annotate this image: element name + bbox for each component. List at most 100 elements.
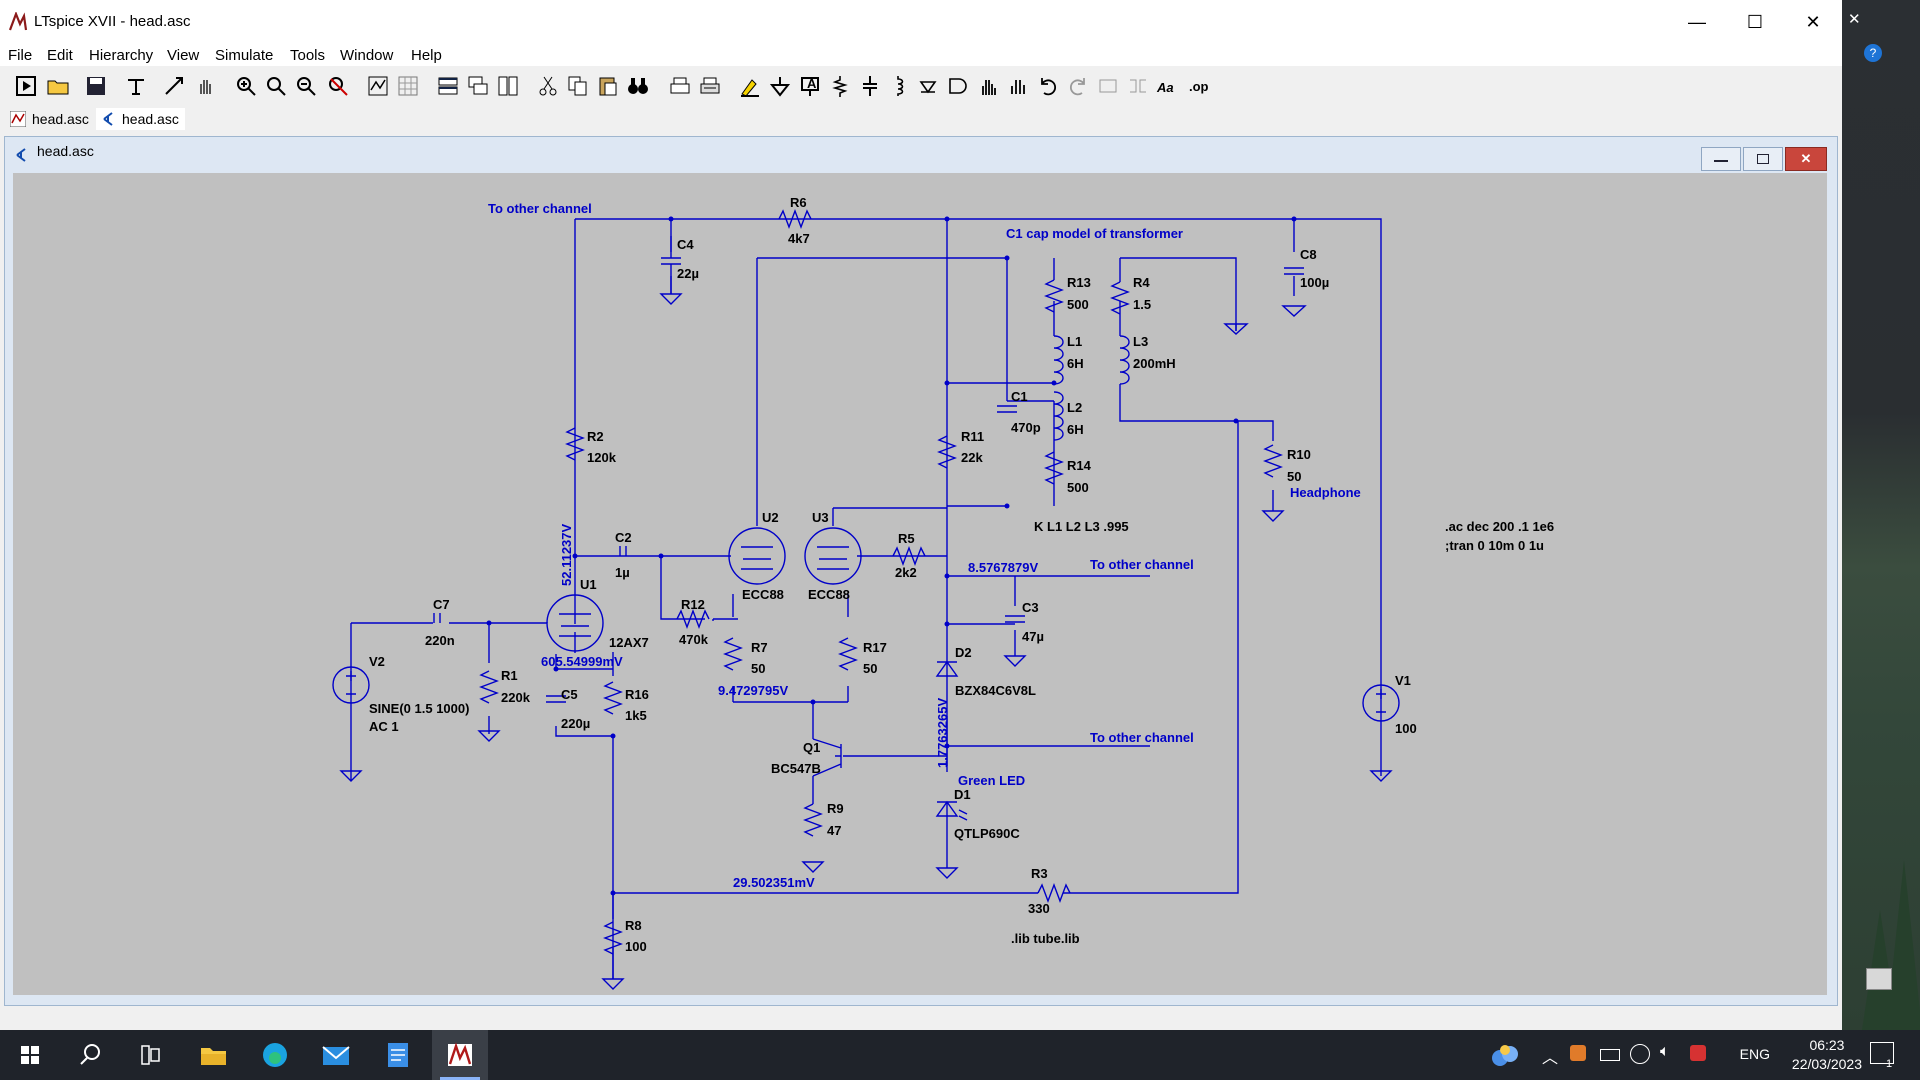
cut-icon[interactable]: [536, 74, 560, 98]
probe-icon[interactable]: [162, 74, 186, 98]
tab-waveform[interactable]: head.asc: [6, 108, 95, 130]
open-folder-icon[interactable]: [46, 74, 70, 98]
undo-icon[interactable]: [1036, 74, 1060, 98]
clock[interactable]: 06:23 22/03/2023: [1792, 1036, 1862, 1074]
globe-network-icon[interactable]: [1630, 1044, 1650, 1064]
schematic-drawing[interactable]: To other channel C1 cap model of transfo…: [13, 173, 1827, 995]
close-icon[interactable]: ✕: [1848, 11, 1861, 28]
mail-icon[interactable]: [308, 1030, 364, 1080]
R4-value: 1.5: [1133, 297, 1151, 312]
L3-name: L3: [1133, 334, 1148, 349]
print-icon[interactable]: [698, 74, 722, 98]
maximize-button[interactable]: ☐: [1746, 12, 1764, 32]
notification-icon[interactable]: [1870, 1042, 1894, 1064]
mirror-icon[interactable]: [1126, 74, 1150, 98]
U2-name: U2: [762, 510, 779, 525]
control-panel-icon[interactable]: [124, 74, 148, 98]
notification-count: 1: [1886, 1058, 1893, 1070]
tile-vertical-icon[interactable]: [496, 74, 520, 98]
ltspice-taskbar-icon[interactable]: [432, 1030, 488, 1080]
menu-simulate[interactable]: Simulate: [215, 47, 274, 64]
menu-edit[interactable]: Edit: [47, 47, 73, 64]
label-net-icon[interactable]: A: [798, 74, 822, 98]
R8-value: 100: [625, 939, 647, 954]
zoom-fit-icon[interactable]: [326, 74, 350, 98]
drag-hand-icon[interactable]: [1006, 74, 1030, 98]
R14-value: 500: [1067, 480, 1089, 495]
task-view-icon[interactable]: [122, 1030, 178, 1080]
R16-name: R16: [625, 687, 649, 702]
speaker-icon[interactable]: 🔈︎: [1660, 1043, 1670, 1060]
notepad-icon[interactable]: [370, 1030, 426, 1080]
inductor-icon[interactable]: [886, 74, 910, 98]
V1-name: V1: [1395, 673, 1411, 688]
draw-wire-icon[interactable]: [738, 74, 762, 98]
R12-value: 470k: [679, 632, 709, 647]
menu-help[interactable]: Help: [411, 47, 442, 64]
C7-name: C7: [433, 597, 450, 612]
node-voltage: 1.7763265V: [935, 698, 950, 768]
minimize-button[interactable]: —: [1688, 12, 1706, 32]
battery-icon[interactable]: [1600, 1049, 1620, 1061]
zoom-in-icon[interactable]: [234, 74, 258, 98]
waveform-icon: [10, 111, 26, 127]
language-indicator[interactable]: ENG: [1739, 1046, 1770, 1062]
R2-name: R2: [587, 429, 604, 444]
R14-name: R14: [1067, 458, 1092, 473]
grid-icon[interactable]: [396, 74, 420, 98]
diode-icon[interactable]: [916, 74, 940, 98]
windows-start-icon[interactable]: [2, 1030, 58, 1080]
U3-name: U3: [812, 510, 829, 525]
pan-hand-icon[interactable]: [194, 74, 218, 98]
menu-tools[interactable]: Tools: [290, 47, 326, 64]
rotate-icon[interactable]: [1096, 74, 1120, 98]
R12-name: R12: [681, 597, 705, 612]
capacitor-icon[interactable]: [858, 74, 882, 98]
weather-icon[interactable]: [1488, 1040, 1522, 1070]
paste-icon[interactable]: [596, 74, 620, 98]
menu-hierarchy[interactable]: Hierarchy: [89, 47, 154, 64]
menu-window[interactable]: Window: [340, 47, 394, 64]
node-voltage: 605.54999mV: [541, 654, 623, 669]
R9-value: 47: [827, 823, 841, 838]
child-minimize-button[interactable]: [1701, 147, 1741, 171]
save-icon[interactable]: [84, 74, 108, 98]
menu-file[interactable]: File: [8, 47, 33, 64]
security-tray-icon[interactable]: [1690, 1045, 1706, 1061]
child-restore-button[interactable]: [1743, 147, 1783, 171]
file-explorer-icon[interactable]: [185, 1030, 241, 1080]
schematic-canvas[interactable]: To other channel C1 cap model of transfo…: [13, 173, 1827, 995]
chevron-up-icon[interactable]: ︿: [1542, 1050, 1559, 1067]
menu-view[interactable]: View: [167, 47, 200, 64]
app-tray-icon[interactable]: [1570, 1045, 1586, 1061]
scroll-button[interactable]: [1866, 968, 1892, 990]
component-icon[interactable]: [946, 74, 970, 98]
edge-browser-icon[interactable]: [247, 1030, 303, 1080]
run-icon[interactable]: [14, 74, 38, 98]
tile-horizontal-icon[interactable]: [436, 74, 460, 98]
tab-schematic[interactable]: head.asc: [96, 108, 185, 130]
copy-icon[interactable]: [566, 74, 590, 98]
cascade-icon[interactable]: [466, 74, 490, 98]
spice-directive-icon[interactable]: .op: [1188, 74, 1212, 98]
zoom-pan-icon[interactable]: [264, 74, 288, 98]
C4-value: 22µ: [677, 266, 699, 281]
child-close-button[interactable]: ✕: [1785, 147, 1827, 171]
text-icon[interactable]: Aa: [1156, 74, 1180, 98]
tab-label: head.asc: [122, 111, 179, 127]
search-icon[interactable]: [62, 1030, 118, 1080]
title-bar[interactable]: LTspice XVII - head.asc — ☐ ✕: [0, 0, 1842, 44]
autorange-icon[interactable]: [366, 74, 390, 98]
close-button[interactable]: ✕: [1805, 12, 1821, 32]
print-setup-icon[interactable]: [668, 74, 692, 98]
zoom-out-icon[interactable]: [294, 74, 318, 98]
ground-icon[interactable]: [768, 74, 792, 98]
note-other-channel-2: To other channel: [1090, 557, 1194, 572]
node-voltage: 9.4729795V: [718, 683, 788, 698]
find-binoculars-icon[interactable]: [626, 74, 650, 98]
R7-value: 50: [751, 661, 765, 676]
resistor-icon[interactable]: [828, 74, 852, 98]
redo-icon[interactable]: [1066, 74, 1090, 98]
help-icon[interactable]: ?: [1864, 44, 1882, 62]
move-hand-icon[interactable]: [976, 74, 1000, 98]
